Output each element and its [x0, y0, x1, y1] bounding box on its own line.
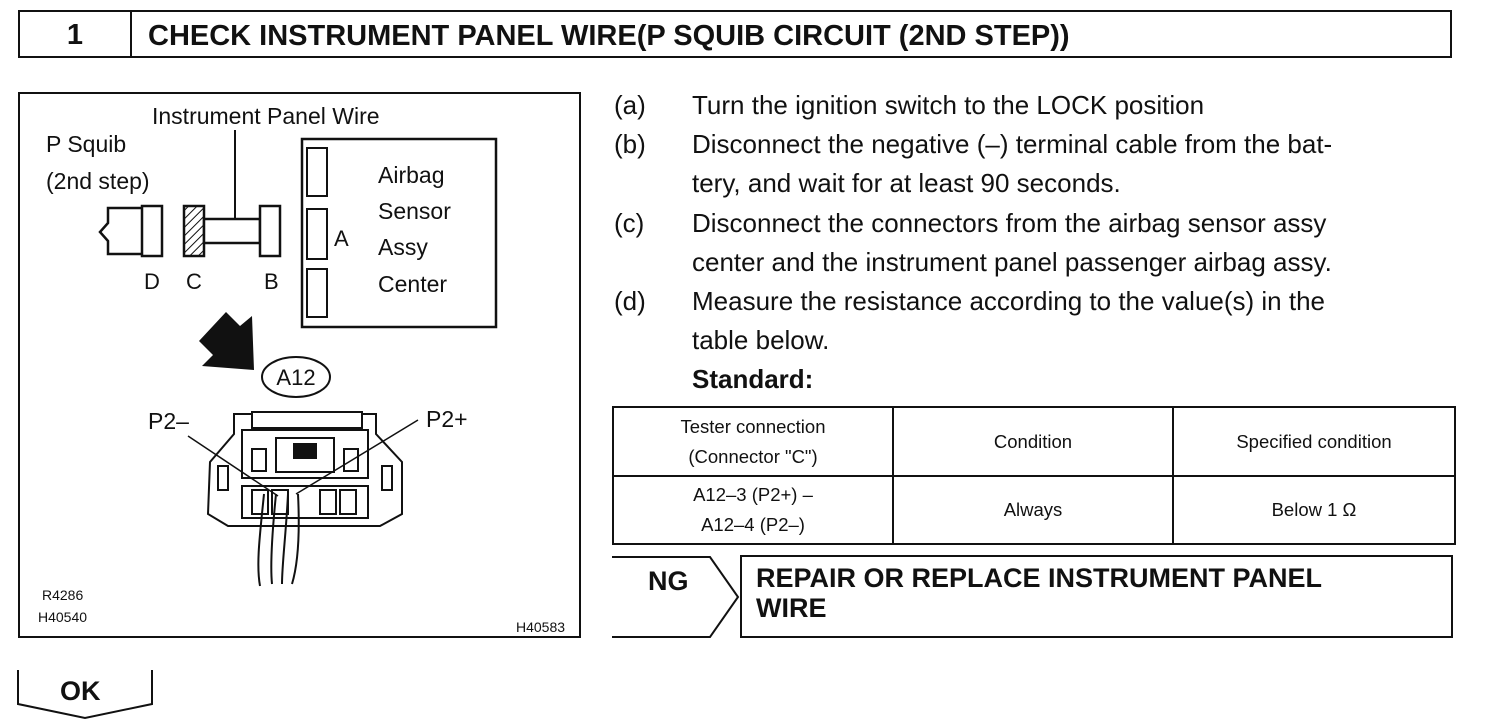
diagram-svg: Instrument Panel Wire P Squib (2nd step)… [38, 103, 565, 635]
ok-label: OK [60, 676, 101, 706]
label-d: D [144, 269, 160, 294]
spec-table: Tester connection (Connector "C") Condit… [612, 406, 1456, 545]
connector-b [258, 204, 282, 258]
wire-label: Instrument Panel Wire [152, 103, 380, 129]
down-arrow-icon [199, 312, 254, 370]
header-tester-line2: (Connector "C") [688, 445, 818, 467]
sensor-label-line2: Sensor [378, 198, 451, 224]
table-row: A12–3 (P2+) – A12–4 (P2–) Always Below 1… [612, 475, 1456, 545]
step-b-text-line1: Disconnect the negative (–) terminal cab… [692, 129, 1333, 159]
header-specified-condition: Specified condition [1172, 406, 1456, 477]
cell-specified-condition: Below 1 Ω [1172, 475, 1456, 545]
sensor-connector-1 [306, 147, 328, 197]
step-number: 1 [20, 12, 132, 56]
label-c: C [186, 269, 202, 294]
cell-connection-line2: A12–4 (P2–) [701, 514, 805, 535]
step-b-text-line2: tery, and wait for at least 90 seconds. [692, 168, 1121, 198]
ng-action-line1: REPAIR OR REPLACE INSTRUMENT PANEL [756, 563, 1323, 593]
cell-tester-connection: A12–3 (P2+) – A12–4 (P2–) [612, 475, 894, 545]
squib-label-line1: P Squib [46, 131, 126, 157]
squib-label-line2: (2nd step) [46, 168, 150, 194]
cell-connection-line1: A12–3 (P2+) – [693, 484, 813, 505]
connector-id: A12 [276, 365, 315, 390]
step-c-text-line1: Disconnect the connectors from the airba… [692, 208, 1327, 238]
ng-arrow-icon [612, 556, 740, 638]
step-c-text-line2: center and the instrument panel passenge… [692, 247, 1332, 277]
ng-action-box: REPAIR OR REPLACE INSTRUMENT PANEL WIRE [740, 555, 1453, 638]
step-title: CHECK INSTRUMENT PANEL WIRE(P SQUIB CIRC… [148, 20, 1070, 52]
ok-arrow-icon [17, 670, 153, 720]
pin-neg-label: P2– [148, 408, 189, 434]
airbag-sensor-box [300, 137, 498, 329]
figure-code-1: R4286 [42, 587, 83, 603]
label-b: B [264, 269, 279, 294]
step-d-text-line2: table below. [692, 325, 830, 355]
step-c-letter: (c) [614, 208, 645, 238]
step-b-letter: (b) [614, 129, 646, 159]
pin-neg-leader [187, 435, 279, 497]
standard-label: Standard: [692, 364, 814, 394]
squib-plug-shape [98, 206, 142, 256]
header-tester-line1: Tester connection [680, 415, 826, 437]
connector-diagram: Instrument Panel Wire P Squib (2nd step)… [18, 92, 581, 638]
ng-action-line2: WIRE [756, 593, 827, 623]
figure-code-3: H40583 [516, 619, 565, 635]
connector-c [182, 204, 206, 258]
step-a-letter: (a) [614, 90, 646, 120]
step-d-text-line1: Measure the resistance according to the … [692, 286, 1326, 316]
sensor-label-line1: Airbag [378, 162, 444, 188]
cell-condition: Always [892, 475, 1174, 545]
connector-id-oval [261, 356, 331, 398]
sensor-connector-3 [306, 268, 328, 318]
step-d-letter: (d) [614, 286, 646, 316]
connector-d [140, 204, 164, 258]
step-a-text: Turn the ignition switch to the LOCK pos… [692, 90, 1205, 120]
header-condition: Condition [892, 406, 1174, 477]
figure-code-2: H40540 [38, 609, 87, 625]
sensor-connector-a [306, 208, 328, 260]
pin-pos-label: P2+ [426, 406, 468, 432]
wire-body [202, 217, 262, 245]
header-tester-connection: Tester connection (Connector "C") [612, 406, 894, 477]
sensor-label-line3: Assy [378, 234, 428, 260]
ng-action-text: REPAIR OR REPLACE INSTRUMENT PANEL WIRE [756, 563, 1440, 623]
table-header-row: Tester connection (Connector "C") Condit… [612, 406, 1456, 477]
step-header: 1 CHECK INSTRUMENT PANEL WIRE(P SQUIB CI… [18, 10, 1452, 58]
label-a: A [334, 226, 349, 251]
ng-label: NG [648, 566, 689, 596]
sensor-label-line4: Center [378, 271, 447, 297]
pin-pos-leader [295, 419, 419, 495]
connector-front-view [206, 411, 403, 587]
